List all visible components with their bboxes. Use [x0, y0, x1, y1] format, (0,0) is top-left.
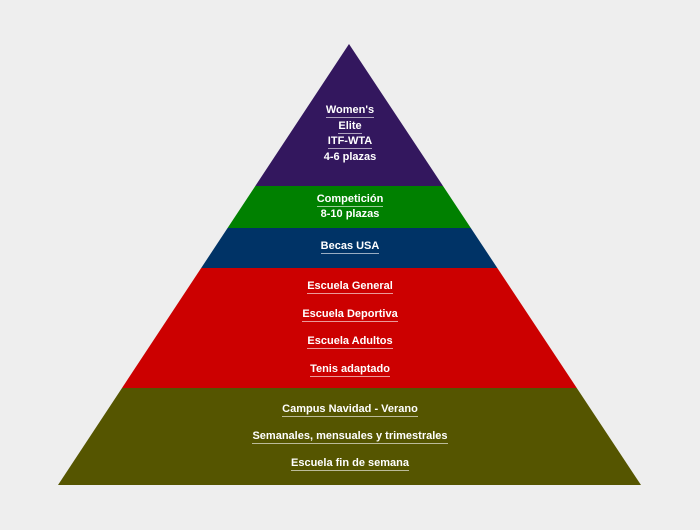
level-item-link[interactable]: Escuela fin de semana: [291, 457, 409, 471]
level-item-row: Tenis adaptado: [0, 363, 700, 377]
level-item-row: Competición: [0, 193, 700, 207]
level-item-link[interactable]: Semanales, mensuales y trimestrales: [252, 430, 448, 444]
level-item-row: Campus Navidad - Verano: [0, 403, 700, 417]
level-item-row: Escuela Adultos: [0, 335, 700, 349]
pyramid-level-escuelas: [122, 268, 577, 388]
level-item-link[interactable]: Competición: [316, 193, 384, 207]
level-item-text: 4-6 plazas: [323, 151, 377, 163]
level-item-link[interactable]: Elite: [338, 120, 362, 134]
level-item-link[interactable]: Women's: [325, 104, 375, 118]
level-item-row: Becas USA: [0, 240, 700, 254]
level-item-row: Escuela fin de semana: [0, 457, 700, 471]
level-item-link[interactable]: Tenis adaptado: [310, 363, 390, 377]
level-item-text: 8-10 plazas: [320, 208, 380, 220]
pyramid-level-becas-usa: [201, 228, 498, 268]
level-item-row: Semanales, mensuales y trimestrales: [0, 430, 700, 444]
level-item-link[interactable]: Escuela Adultos: [307, 335, 393, 349]
level-item-link[interactable]: Escuela General: [307, 280, 393, 294]
level-item-link[interactable]: Becas USA: [320, 240, 380, 254]
level-item-row: ITF-WTA: [0, 135, 700, 149]
pyramid-level-women-elite: [255, 44, 444, 186]
level-item-row: 4-6 plazas: [0, 151, 700, 164]
level-item-row: Escuela General: [0, 280, 700, 294]
level-item-row: Elite: [0, 120, 700, 134]
level-item-row: Escuela Deportiva: [0, 308, 700, 322]
pyramid-level-campus: [58, 388, 641, 485]
pyramid-level-competicion: [227, 186, 471, 228]
level-item-link[interactable]: Campus Navidad - Verano: [282, 403, 418, 417]
level-item-row: Women's: [0, 104, 700, 118]
level-item-row: 8-10 plazas: [0, 208, 700, 221]
level-item-link[interactable]: ITF-WTA: [327, 135, 373, 149]
level-item-link[interactable]: Escuela Deportiva: [302, 308, 398, 322]
